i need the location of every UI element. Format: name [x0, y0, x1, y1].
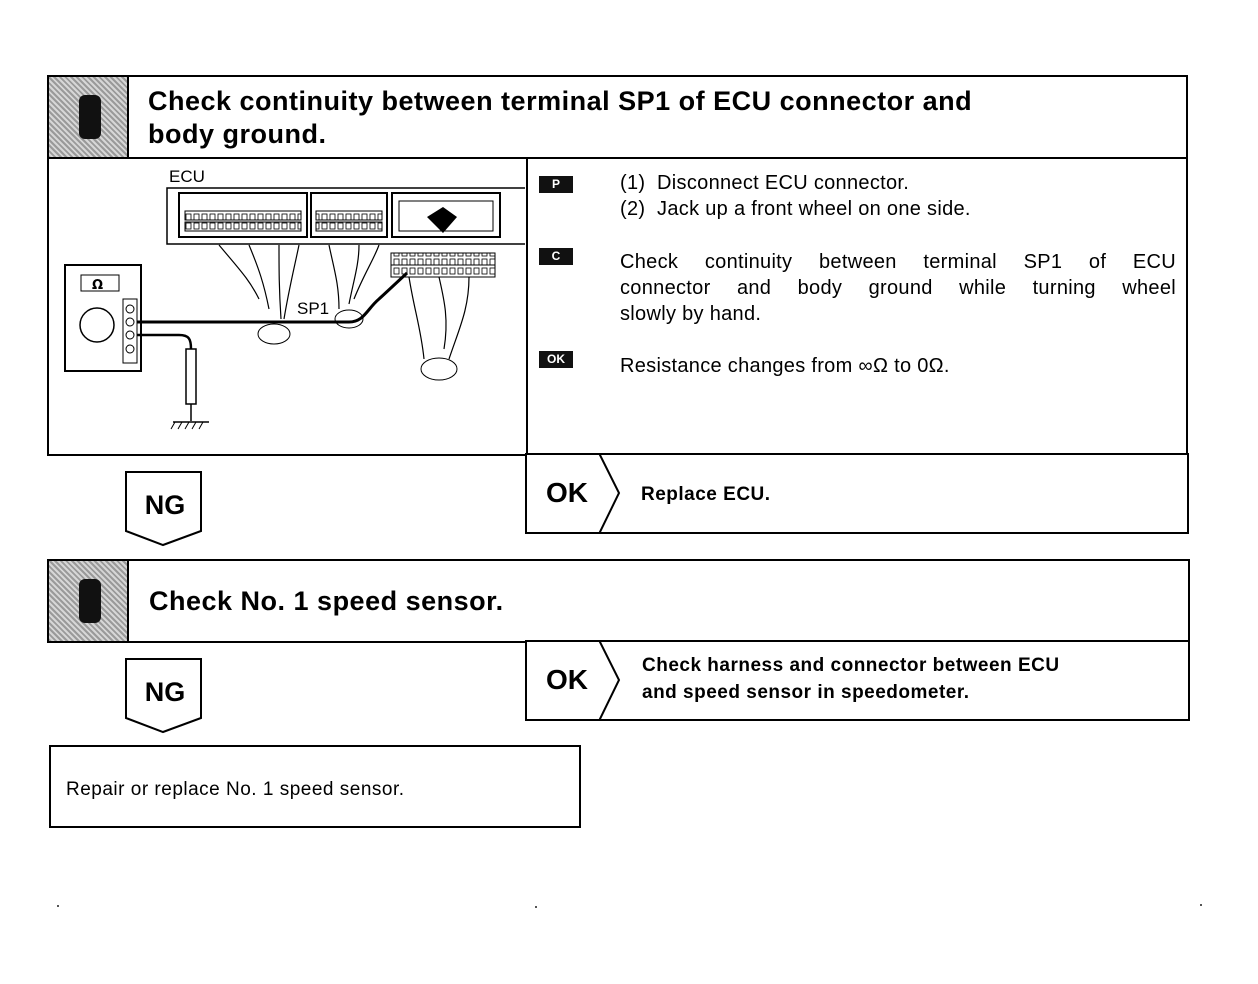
step2-ok-result-box: OK Check harness and connector between E…	[525, 640, 1190, 721]
sp1-label: SP1	[297, 299, 329, 318]
repair-box: Repair or replace No. 1 speed sensor.	[49, 745, 581, 828]
ecu-socket-3	[391, 192, 501, 238]
step1-ok-result-box: OK Replace ECU.	[525, 453, 1189, 534]
ok-tag: OK	[539, 351, 573, 368]
prep-tag: P	[539, 176, 573, 193]
step2-ng-arrow: NG	[125, 658, 205, 734]
step2-ok-result-line-2: and speed sensor in speedometer.	[642, 682, 970, 703]
check-line-1: Check continuity between terminal SP1 of…	[620, 251, 1176, 273]
step1-ng-arrow: NG	[125, 471, 205, 547]
step1-ok-result: Replace ECU.	[641, 484, 771, 505]
scan-speck	[1200, 904, 1202, 906]
ecu-connector-2	[310, 192, 388, 238]
ground-symbol	[170, 421, 209, 430]
step2-ok-result-line-1: Check harness and connector between ECU	[642, 655, 1060, 676]
step1-box: Check continuity between terminal SP1 of…	[47, 75, 1188, 456]
ohm-symbol: Ω	[92, 278, 103, 293]
check-tag: C	[539, 248, 573, 265]
ecu-continuity-diagram: ECU	[64, 167, 525, 430]
ecu-connector-1	[178, 192, 308, 238]
ecu-label: ECU	[169, 167, 205, 186]
scan-speck	[535, 906, 537, 908]
step2-ok-label: OK	[546, 664, 588, 695]
step1-column-divider	[526, 157, 528, 454]
prep-line-1: (1) Disconnect ECU connector.	[620, 172, 910, 194]
step1-title-divider	[49, 157, 1186, 159]
step1-ng-label: NG	[144, 490, 186, 520]
ohmmeter: Ω	[64, 264, 142, 372]
check-line-3: slowly by hand.	[620, 303, 762, 325]
step1-ok-label: OK	[546, 477, 588, 508]
step1-number-badge	[49, 77, 129, 158]
prep-line-2: (2) Jack up a front wheel on one side.	[620, 198, 971, 220]
removed-connector	[390, 252, 496, 278]
scan-speck	[57, 905, 59, 907]
step1-title: Check continuity between terminal SP1 of…	[148, 86, 973, 149]
ok-criterion: Resistance changes from ∞Ω to 0Ω.	[620, 355, 950, 377]
step2-box: Check No. 1 speed sensor.	[47, 559, 1190, 643]
check-line-2: connector and body ground while turning …	[620, 277, 1176, 299]
step2-title: Check No. 1 speed sensor.	[149, 586, 504, 616]
step2-number-badge	[49, 561, 129, 641]
repair-text: Repair or replace No. 1 speed sensor.	[66, 779, 405, 800]
step2-ng-label: NG	[144, 677, 186, 707]
